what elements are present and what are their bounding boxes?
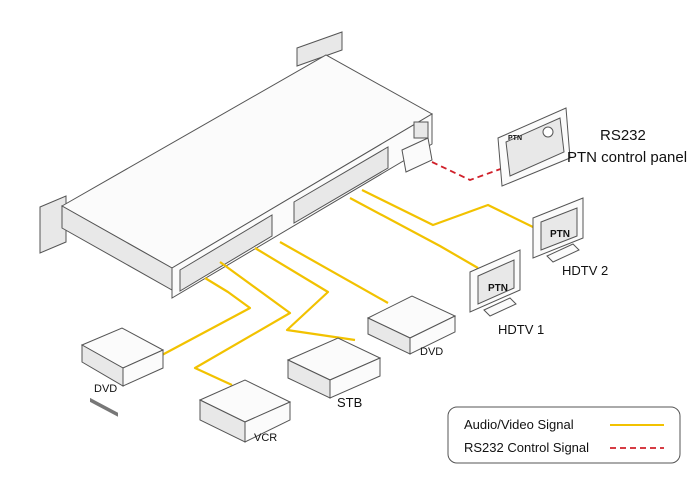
cable-hdtv1 [349,197,479,269]
hdtv1-device: PTN [469,249,521,317]
label-dvd-right: DVD [420,346,443,358]
ptn-control-panel: PTN [497,107,571,187]
cable-dvd-right [279,241,389,304]
label-stb: STB [337,395,362,410]
rs232-connector [401,137,433,173]
legend: Audio/Video Signal RS232 Control Signal [447,406,681,464]
label-rs232: RS232 [600,127,646,144]
vcr-device [198,379,292,443]
rack-ear-left [39,195,67,254]
legend-rs232-label: RS232 Control Signal [464,440,589,455]
rs232-cable [431,161,521,181]
legend-av-label: Audio/Video Signal [464,417,574,432]
panel-brand: PTN [508,135,522,142]
label-ptn-control-panel: PTN control panel [567,149,687,166]
label-hdtv1: HDTV 1 [498,322,544,337]
rack-ear-right [296,31,343,67]
input-port-panel-1 [179,214,273,292]
legend-box [447,406,681,464]
label-dvd-left: DVD [94,383,117,395]
cable-stb [254,247,356,342]
cable-vcr [193,261,292,386]
hdtv1-screen-brand: PTN [488,283,508,294]
stb-device [286,337,382,399]
dvd-left-device [80,327,165,417]
power-socket [413,121,429,139]
av-cables [161,189,536,386]
matrix-switcher [39,31,434,299]
label-hdtv2: HDTV 2 [562,263,608,278]
panel-knob [542,126,554,138]
cable-dvd-left [161,277,252,356]
output-port-panel [293,146,389,224]
cable-hdtv2 [361,189,536,229]
label-vcr: VCR [254,432,277,444]
hdtv2-screen-brand: PTN [550,229,570,240]
dvd-right-device [366,295,457,355]
hdtv2-device: PTN [532,197,584,263]
